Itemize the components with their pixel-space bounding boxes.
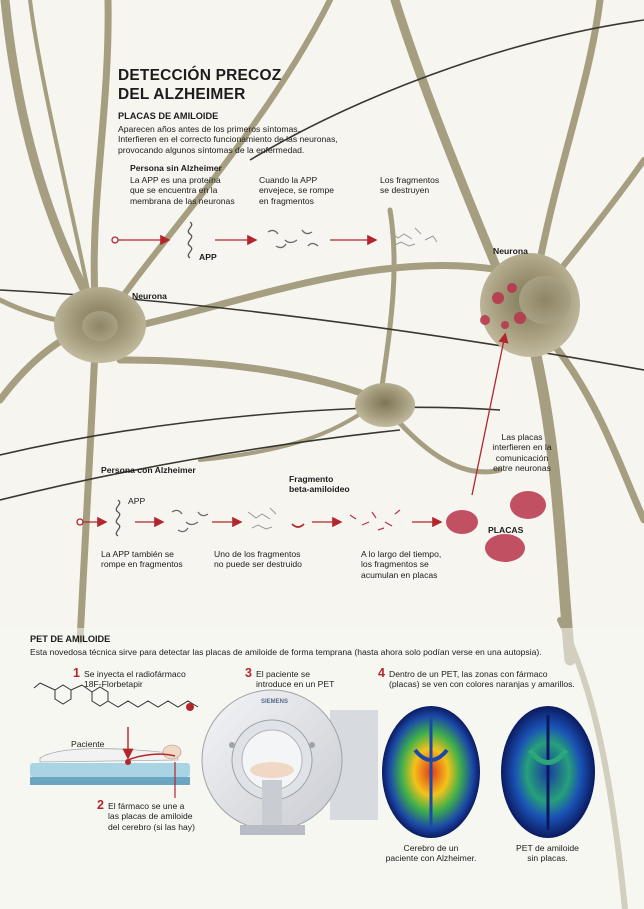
alz-destroyed <box>247 507 277 530</box>
plaques-note: Las placas interfieren en la comunicació… <box>492 432 552 474</box>
healthy-step1: La APP es una proteína que se encuentra … <box>130 175 235 206</box>
pet-step3: El paciente se introduce en un PET <box>256 669 335 690</box>
neuron-body-middle <box>355 383 415 427</box>
amyloid-plaques <box>446 491 546 562</box>
neuron-label-right: Neurona <box>493 246 528 256</box>
beta-amyloid-label: Fragmento beta-amiloideo <box>289 474 350 495</box>
neuron-nucleus-left <box>82 311 118 341</box>
alz-fragments <box>171 509 209 533</box>
step3-number: 3 <box>245 666 252 680</box>
pet-intro: Esta novedosa técnica sirve para detecta… <box>30 647 542 657</box>
alz-step2: Uno de los fragmentos no puede ser destr… <box>214 549 302 570</box>
patient-label: Paciente <box>71 739 105 749</box>
step4-number: 4 <box>378 666 385 680</box>
pet-step1: Se inyecta el radiofármaco 18F-Florbetap… <box>84 669 186 690</box>
alzheimer-flow-arrows <box>76 332 509 528</box>
pet-step2: El fármaco se une a las placas de amiloi… <box>108 801 195 832</box>
patient-on-bed <box>30 727 190 798</box>
alzheimer-heading: Persona con Alzheimer <box>101 465 196 475</box>
pet-brain-normal <box>501 706 595 838</box>
accumulating-fragments <box>349 509 401 531</box>
florbetapir-molecule <box>33 682 199 711</box>
step1-number: 1 <box>73 666 80 680</box>
section-intro: Aparecen años antes de los primeros sínt… <box>118 124 338 155</box>
page-title: DETECCIÓN PRECOZ DEL ALZHEIMER <box>118 67 282 103</box>
scanner-brand: SIEMENS <box>261 699 289 705</box>
brain2-caption: PET de amiloide sin placas. <box>516 843 579 864</box>
beta-amyloid-fragment <box>291 523 305 528</box>
alz-step3: A lo largo del tiempo, los fragmentos se… <box>361 549 442 580</box>
healthy-step2: Cuando la APP envejece, se rompe en frag… <box>259 175 334 206</box>
app-protein-coil <box>187 221 193 259</box>
plaques-on-neuron <box>480 283 526 329</box>
healthy-heading: Persona sin Alzheimer <box>130 163 222 173</box>
pet-step4: Dentro de un PET, las zonas con fármaco … <box>389 669 575 690</box>
step2-number: 2 <box>97 798 104 812</box>
brain1-caption: Cerebro de un paciente con Alzheimer. <box>385 843 477 864</box>
healthy-step3: Los fragmentos se destruyen <box>380 175 440 196</box>
alz-step1: La APP también se rompe en fragmentos <box>101 549 183 570</box>
neuron-nucleus-right <box>519 276 571 324</box>
app-protein-coil-alz <box>115 499 121 537</box>
neuron-label-left: Neurona <box>132 291 167 301</box>
alz-app-label: APP <box>128 496 146 506</box>
pet-brain-alzheimer <box>382 706 480 838</box>
pet-scanner <box>201 689 378 835</box>
destroyed-fragments <box>389 227 438 247</box>
plaques-label: PLACAS <box>488 525 524 535</box>
healthy-flow-arrows <box>111 234 378 246</box>
pet-section-title: PET DE AMILOIDE <box>30 634 111 644</box>
app-fragments <box>267 229 319 249</box>
section-title-plaques: PLACAS DE AMILOIDE <box>118 111 219 121</box>
healthy-app-label: APP <box>199 252 217 262</box>
